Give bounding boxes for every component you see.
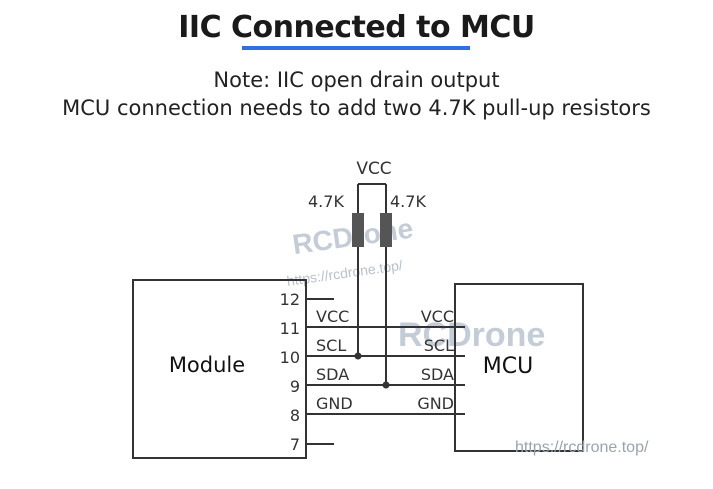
junction-sda [382,381,390,389]
note-line-1: Note: IIC open drain output [213,68,500,92]
resistor-2-value: 4.7K [390,192,426,211]
title-underline [242,46,470,50]
module-label: Module [169,353,245,377]
vcc-label: VCC [356,159,391,179]
mcu-signal-gnd: GND [417,394,454,413]
resistor-2-body [380,213,392,247]
pin-number-7: 7 [290,435,300,454]
mcu-signal-sda: SDA [421,365,454,384]
module-signal-scl: SCL [316,336,346,355]
mcu-label: MCU [483,354,533,379]
resistor-1-body [352,213,364,247]
junction-scl [354,352,362,360]
mcu-signal-scl: SCL [424,336,454,355]
mcu-box [454,283,584,452]
page-title: IIC Connected to MCU [178,10,535,45]
pin-number-8: 8 [290,406,300,425]
resistor-1-value: 4.7K [308,192,344,211]
pin-number-9: 9 [290,377,300,396]
note-line-2: MCU connection needs to add two 4.7K pul… [62,96,651,120]
watermark-url-2: https://rcdrone.top/ [515,439,649,456]
pin-number-10: 10 [280,348,300,367]
watermark-brand-2: RCDrone [398,316,545,354]
module-signal-sda: SDA [316,365,349,384]
module-signal-vcc: VCC [316,307,349,326]
mcu-signal-vcc: VCC [421,307,454,326]
pin-number-11: 11 [280,319,300,338]
module-box [132,279,307,459]
pin-number-12: 12 [280,290,300,309]
module-signal-gnd: GND [316,394,353,413]
